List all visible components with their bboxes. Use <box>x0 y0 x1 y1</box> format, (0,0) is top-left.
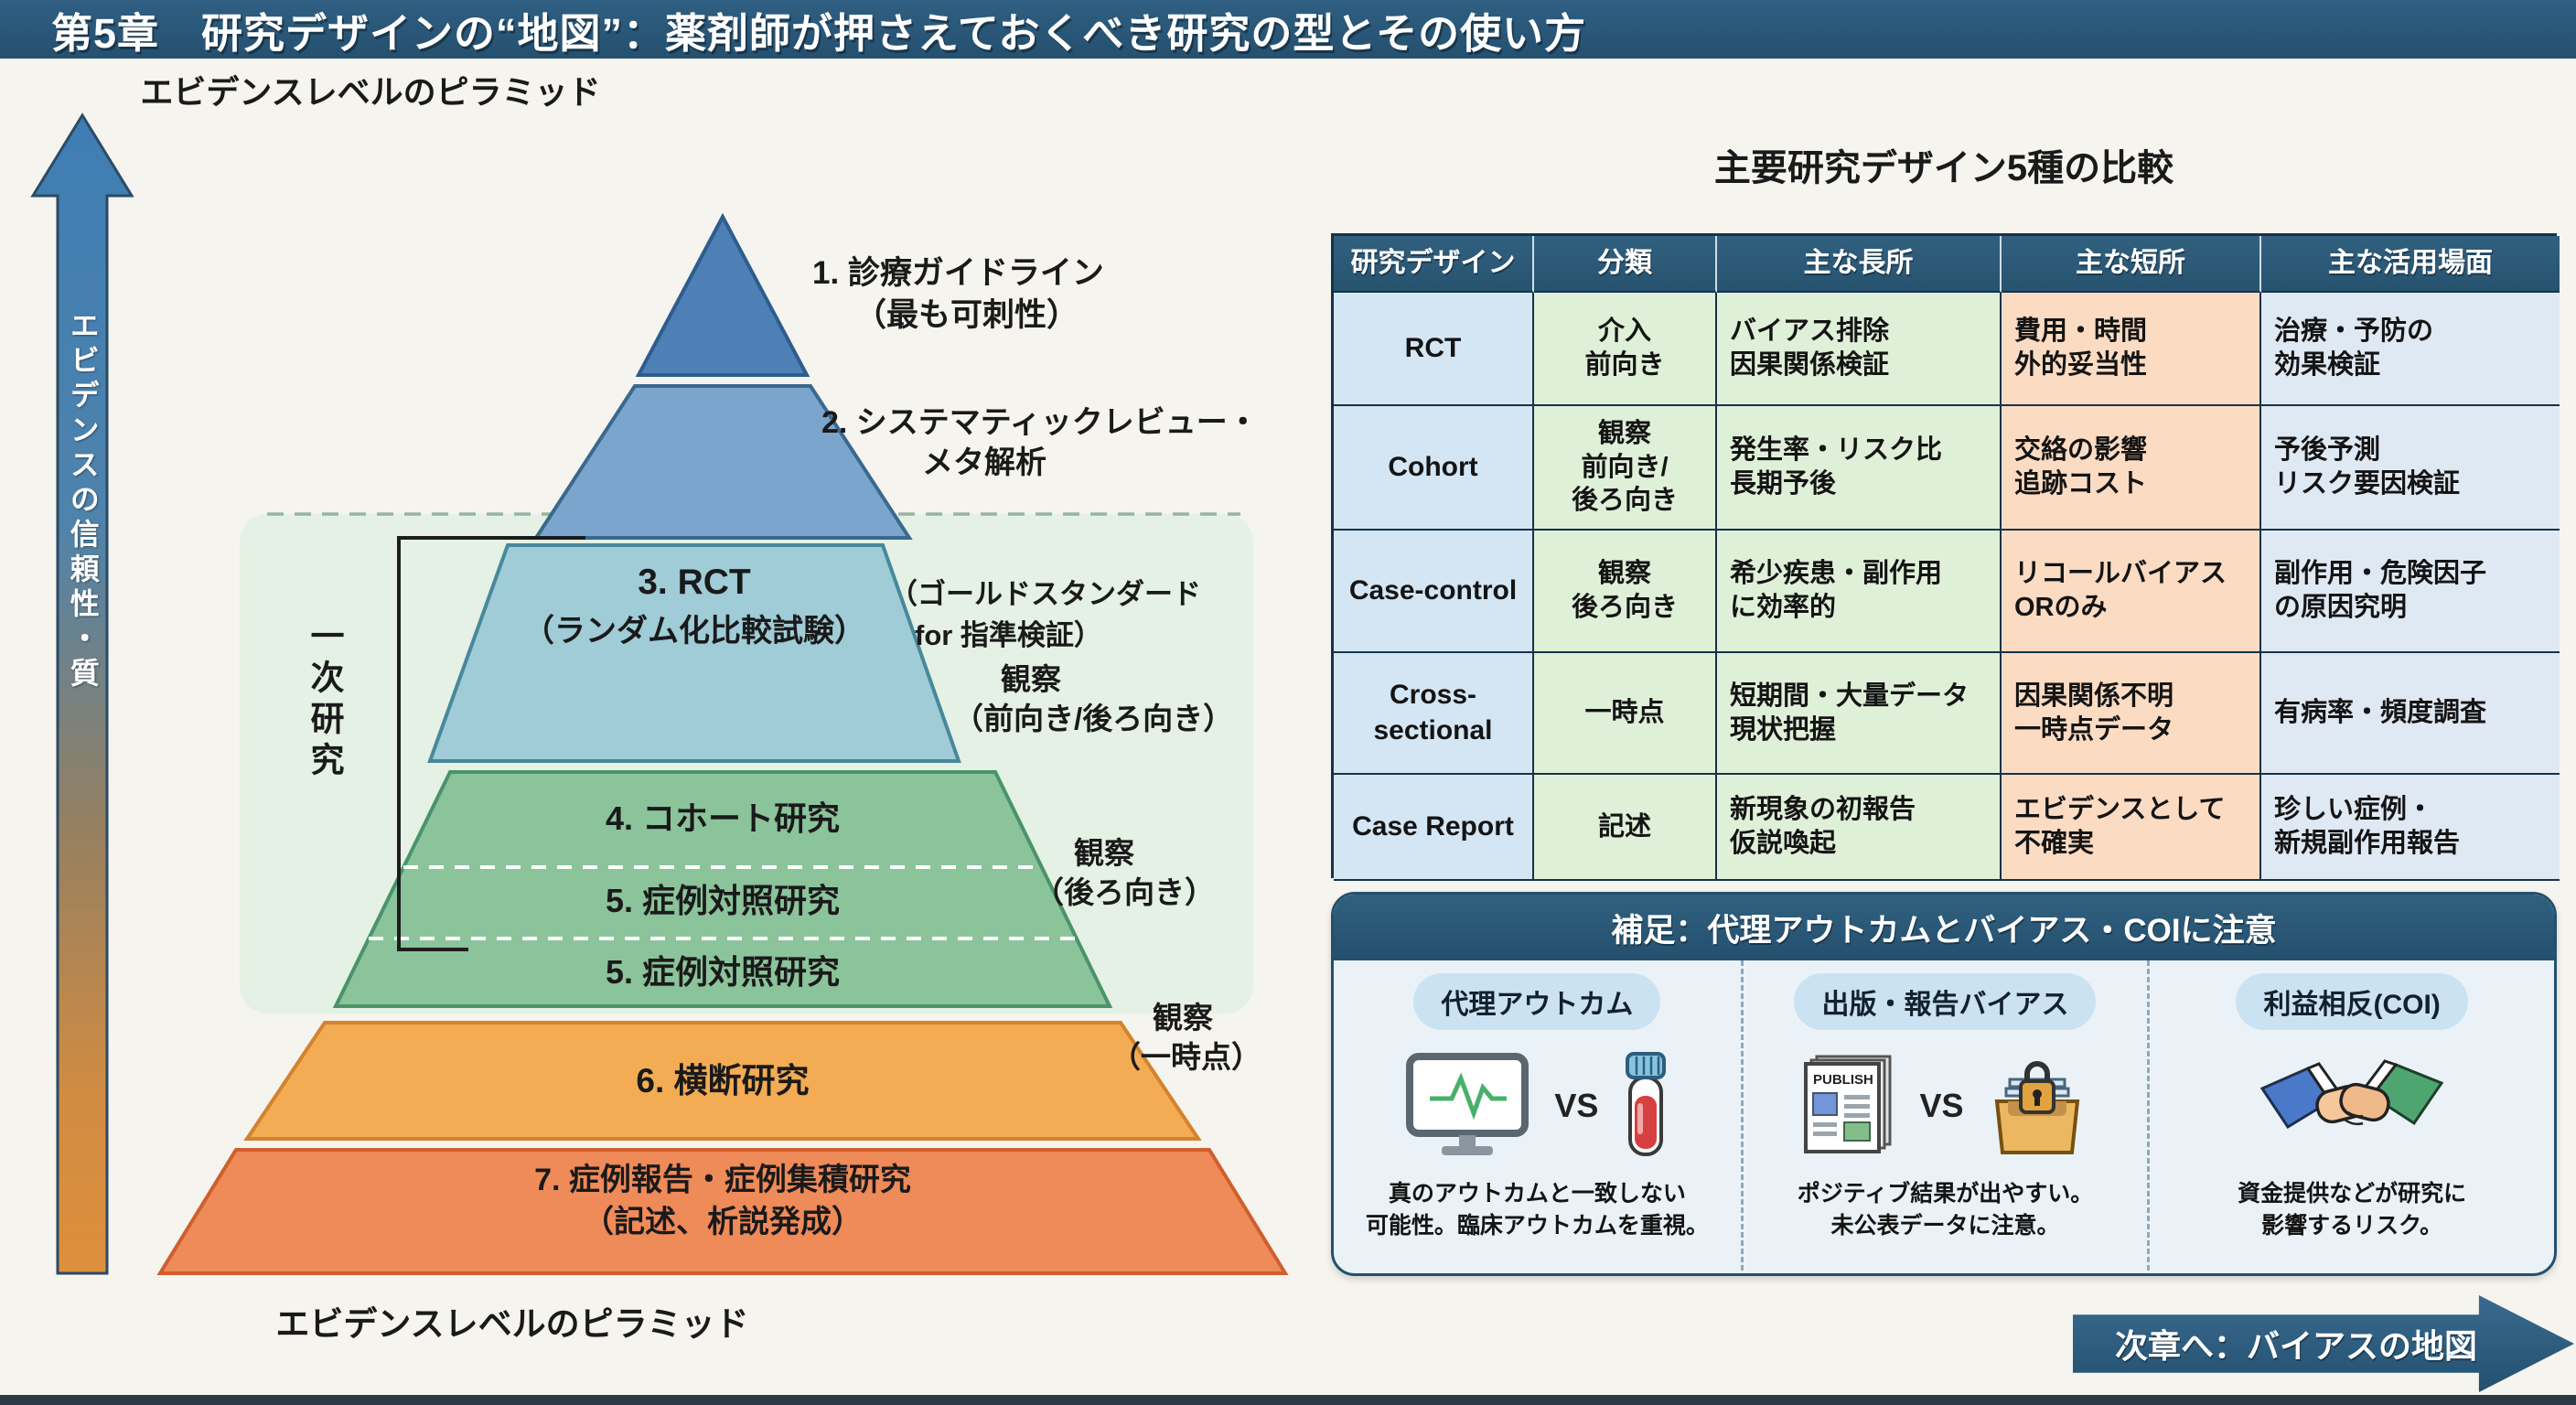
next-chapter-label: 次章へ：バイアスの地図 <box>2115 1327 2478 1365</box>
table-row-rct-design: RCT <box>1334 293 1534 406</box>
annotation-observation-cross-sectional: 観察 （一時点） <box>1111 1001 1261 1074</box>
table-row-cohort-use: 予後予測 リスク要因検証 <box>2261 406 2560 531</box>
table-row-case-control-class: 観察 後ろ向き <box>1534 531 1717 653</box>
table-row-case-report-use: 珍しい症例・ 新規副作用報告 <box>2261 775 2560 881</box>
table-row-case-control-use: 副作用・危険因子 の原因究明 <box>2261 531 2560 653</box>
pyramid-level-2-label: 2. システマティックレビュー・ メタ解析 <box>821 405 1259 481</box>
table-row-case-report-cons: エビデンスとして 不確実 <box>2002 775 2261 881</box>
locked-folder-icon <box>1994 1061 2079 1154</box>
vs-label: VS <box>1919 1087 1964 1124</box>
table-row-cross-sectional-use: 有病率・頻度調査 <box>2261 653 2560 775</box>
table-row-cross-sectional-class: 一時点 <box>1534 653 1717 775</box>
table-row-case-report-pros: 新現象の初報告 仮説喚起 <box>1717 775 2002 881</box>
pyramid-level-5a-label: 5. 症例対照研究 <box>605 882 841 919</box>
handshake-icon <box>2260 1058 2444 1129</box>
vs-label: VS <box>1554 1087 1599 1124</box>
table-row-cohort-class: 観察 前向き/ 後ろ向き <box>1534 406 1717 531</box>
column-header-cons: 主な短所 <box>2002 236 2261 293</box>
publication-bias-desc: ポジティブ結果が出やすい。 未公表データに注意。 <box>1797 1181 2094 1239</box>
pyramid-level-4-5-shape <box>332 770 1113 1008</box>
table-row-cohort-pros: 発生率・リスク比 長期予後 <box>1717 406 2002 531</box>
column-header-design: 研究デザイン <box>1334 236 1534 293</box>
pyramid-level-7-label: 7. 症例報告・症例集積研究 （記述、析説発成） <box>534 1163 911 1239</box>
bottom-edge-strip <box>0 1395 2576 1405</box>
table-row-rct-class: 介入 前向き <box>1534 293 1717 406</box>
supplement-title: 補足：代理アウトカムとバイアス・COIに注意 <box>1334 895 2554 960</box>
column-header-use: 主な活用場面 <box>2261 236 2560 293</box>
pyramid-level-6-label: 6. 横断研究 <box>636 1062 810 1099</box>
primary-research-label: 一次研究 <box>306 618 343 783</box>
column-header-class: 分類 <box>1534 236 1717 293</box>
supplement-body: 代理アウトカム VS <box>1334 960 2554 1273</box>
pyramid-level-4-label: 4. コホート研究 <box>605 799 841 837</box>
supplement-col-publication-bias: 出版・報告バイアス PUBLISH <box>1740 960 2148 1273</box>
pyramid-heading: エビデンスレベルのピラミッド <box>140 73 601 111</box>
pyramid-level-3-shape <box>427 543 961 763</box>
table-row-cross-sectional-cons: 因果関係不明 一時点データ <box>2002 653 2261 775</box>
table-row-case-report-design: Case Report <box>1334 775 1534 881</box>
monitor-ecg-icon <box>1406 1053 1530 1155</box>
evidence-axis-label: エビデンスの信頼性・質 <box>66 310 100 692</box>
table-row-case-report-class: 記述 <box>1534 775 1717 881</box>
coi-pill: 利益相反(COI) <box>2236 973 2468 1030</box>
table-row-cross-sectional-pros: 短期間・大量データ 現状把握 <box>1717 653 2002 775</box>
coi-icons <box>2260 1037 2444 1174</box>
table-row-rct-use: 治療・予防の 効果検証 <box>2261 293 2560 406</box>
pyramid-level-3-subtitle: （ランダム化比較試験） <box>523 614 865 649</box>
surrogate-outcome-pill: 代理アウトカム <box>1413 973 1661 1030</box>
pyramid-level-1-shape <box>635 212 810 377</box>
pyramid-level-7-shape <box>156 1148 1289 1275</box>
table-row-cohort-cons: 交絡の影響 追跡コスト <box>2002 406 2261 531</box>
title-bar: 第5章 研究デザインの“地図”：薬剤師が押さえておくべき研究の型とその使い方 <box>0 0 2576 59</box>
pyramid-caption: エビデンスレベルのピラミッド <box>275 1305 749 1343</box>
pyramid-level-3-note: （ゴールドスタンダード for 指準検証） <box>889 578 1201 651</box>
table-row-case-control-pros: 希少疾患・副作用 に効率的 <box>1717 531 2002 653</box>
coi-desc: 資金提供などが研究に 影響するリスク。 <box>2238 1181 2467 1239</box>
supplement-box: 補足：代理アウトカムとバイアス・COIに注意 代理アウトカム VS <box>1331 892 2557 1276</box>
publish-text: PUBLISH <box>1813 1072 1873 1088</box>
pyramid-level-3-title: 3. RCT <box>638 563 751 602</box>
table-row-rct-cons: 費用・時間 外的妥当性 <box>2002 293 2261 406</box>
evidence-axis-arrow-icon <box>30 113 134 1275</box>
primary-research-bracket <box>397 536 585 951</box>
publication-bias-icons: PUBLISH VS <box>1798 1037 2091 1174</box>
column-header-pros: 主な長所 <box>1717 236 2002 293</box>
pyramid-level-5b-label: 5. 症例対照研究 <box>605 953 841 991</box>
comparison-table-title: 主要研究デザイン5種の比較 <box>1713 148 2174 188</box>
publish-document-icon: PUBLISH <box>1804 1055 1892 1153</box>
annotation-observation-case-control: 観察 （後ろ向き） <box>1034 836 1215 909</box>
supplement-col-coi: 利益相反(COI) 資金提供などが研究に 影 <box>2147 960 2554 1273</box>
page-title: 第5章 研究デザインの“地図”：薬剤師が押さえておくべき研究の型とその使い方 <box>51 9 1587 57</box>
table-row-cross-sectional-design: Cross- sectional <box>1334 653 1534 775</box>
table-row-rct-pros: バイアス排除 因果関係検証 <box>1717 293 2002 406</box>
surrogate-outcome-desc: 真のアウトカムと一致しない 可能性。臨床アウトカムを重視。 <box>1365 1181 1709 1239</box>
publication-bias-pill: 出版・報告バイアス <box>1794 973 2097 1030</box>
supplement-col-surrogate-outcome: 代理アウトカム VS <box>1334 960 1741 1273</box>
pyramid-level-6-shape <box>243 1021 1202 1141</box>
table-row-case-control-cons: リコールバイアス ORのみ <box>2002 531 2261 653</box>
pyramid-level-2-shape <box>532 384 913 540</box>
annotation-observation-cohort: 観察 （前向き/後ろ向き） <box>953 662 1234 735</box>
table-row-cohort-design: Cohort <box>1334 406 1534 531</box>
table-row-case-control-design: Case-control <box>1334 531 1534 653</box>
blood-tube-icon <box>1626 1052 1667 1156</box>
comparison-table: 研究デザイン 分類 主な長所 主な短所 主な活用場面 RCT 介入 前向き バイ… <box>1331 233 2560 881</box>
surrogate-outcome-icons: VS <box>1399 1037 1675 1174</box>
pyramid-level-1-label: 1. 診療ガイドライン （最も可刺性） <box>812 255 1104 333</box>
